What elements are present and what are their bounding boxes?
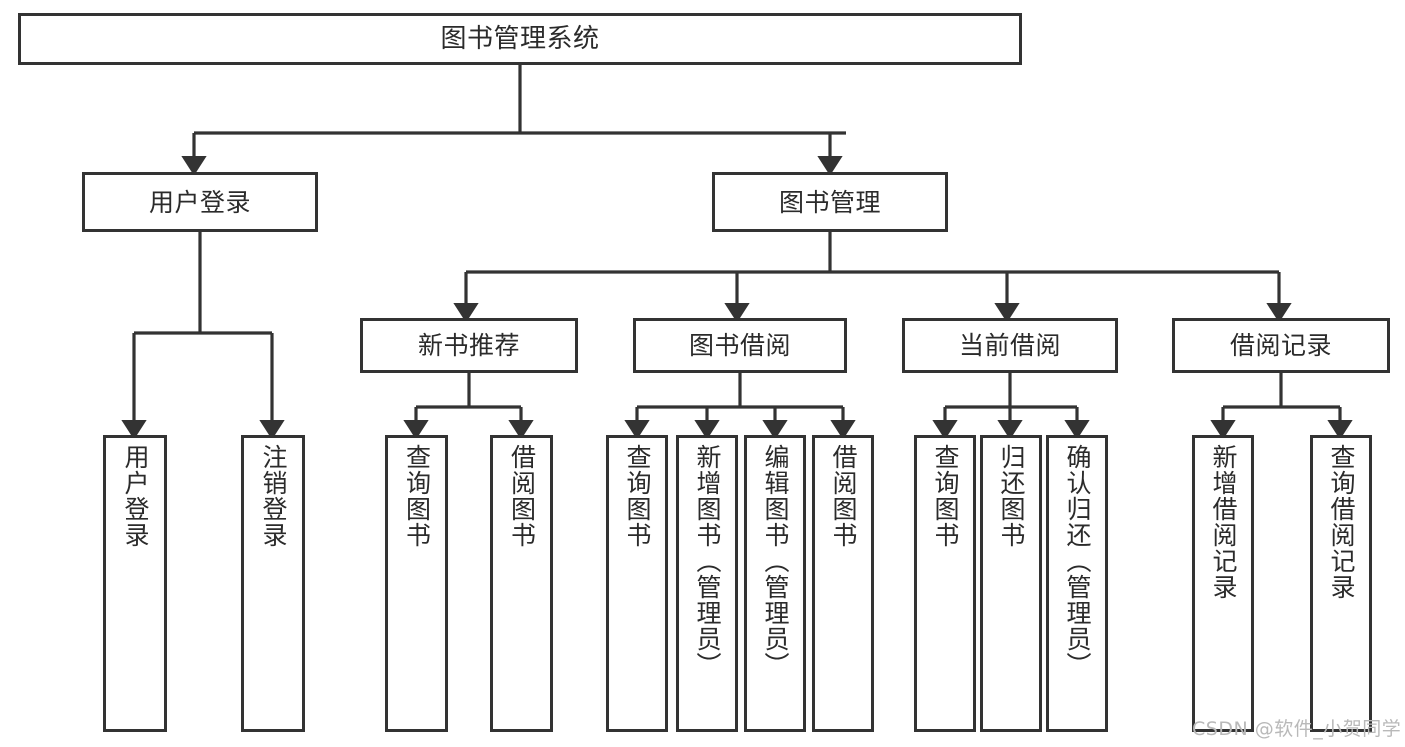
node-leaf-query-book-2-label: 查询图书 [623, 444, 652, 548]
node-current-borrow[interactable]: 当前借阅 [902, 318, 1118, 373]
node-user-login[interactable]: 用户登录 [82, 172, 318, 232]
node-current-borrow-label: 当前借阅 [958, 331, 1061, 360]
node-leaf-add-record-label: 新增借阅记录 [1209, 444, 1238, 600]
node-leaf-add-book[interactable]: 新增图书（管理员） [676, 435, 738, 732]
node-leaf-return-book[interactable]: 归还图书 [980, 435, 1042, 732]
node-leaf-borrow-book-1-label: 借阅图书 [507, 444, 537, 548]
node-new-book-recommend[interactable]: 新书推荐 [360, 318, 578, 373]
node-leaf-return-book-label: 归还图书 [997, 444, 1026, 548]
node-user-login-label: 用户登录 [148, 187, 251, 217]
node-leaf-borrow-book-2-label: 借阅图书 [829, 444, 858, 548]
node-leaf-confirm-return[interactable]: 确认归还（管理员） [1046, 435, 1108, 732]
node-leaf-add-book-label: 新增图书（管理员） [693, 444, 722, 678]
node-leaf-logout-login-label: 注销登录 [259, 444, 288, 548]
node-leaf-user-login[interactable]: 用户登录 [103, 435, 167, 732]
node-leaf-borrow-book-1[interactable]: 借阅图书 [490, 435, 553, 732]
node-leaf-query-book-2[interactable]: 查询图书 [606, 435, 668, 732]
node-leaf-edit-book[interactable]: 编辑图书（管理员） [744, 435, 806, 732]
node-leaf-borrow-book-2[interactable]: 借阅图书 [812, 435, 874, 732]
node-leaf-query-book-3[interactable]: 查询图书 [914, 435, 976, 732]
node-book-manage[interactable]: 图书管理 [712, 172, 948, 232]
node-book-manage-label: 图书管理 [778, 187, 881, 217]
node-borrow-record-label: 借阅记录 [1229, 331, 1332, 360]
node-leaf-logout-login[interactable]: 注销登录 [241, 435, 305, 732]
node-root-label: 图书管理系统 [440, 23, 600, 54]
node-leaf-query-book-1-label: 查询图书 [402, 444, 432, 548]
node-leaf-query-book-1[interactable]: 查询图书 [385, 435, 448, 732]
node-root[interactable]: 图书管理系统 [18, 13, 1022, 65]
node-leaf-confirm-return-label: 确认归还（管理员） [1063, 444, 1092, 678]
node-book-borrow-label: 图书借阅 [688, 331, 791, 360]
node-leaf-query-record[interactable]: 查询借阅记录 [1310, 435, 1372, 732]
node-book-borrow[interactable]: 图书借阅 [633, 318, 847, 373]
node-borrow-record[interactable]: 借阅记录 [1172, 318, 1390, 373]
csdn-watermark: CSDN @软件_小贺同学 [1192, 718, 1402, 740]
node-leaf-query-book-3-label: 查询图书 [931, 444, 960, 548]
node-leaf-user-login-label: 用户登录 [121, 444, 150, 548]
node-leaf-add-record[interactable]: 新增借阅记录 [1192, 435, 1254, 732]
node-leaf-query-record-label: 查询借阅记录 [1327, 444, 1356, 600]
node-leaf-edit-book-label: 编辑图书（管理员） [761, 444, 790, 678]
node-new-book-recommend-label: 新书推荐 [417, 331, 520, 360]
